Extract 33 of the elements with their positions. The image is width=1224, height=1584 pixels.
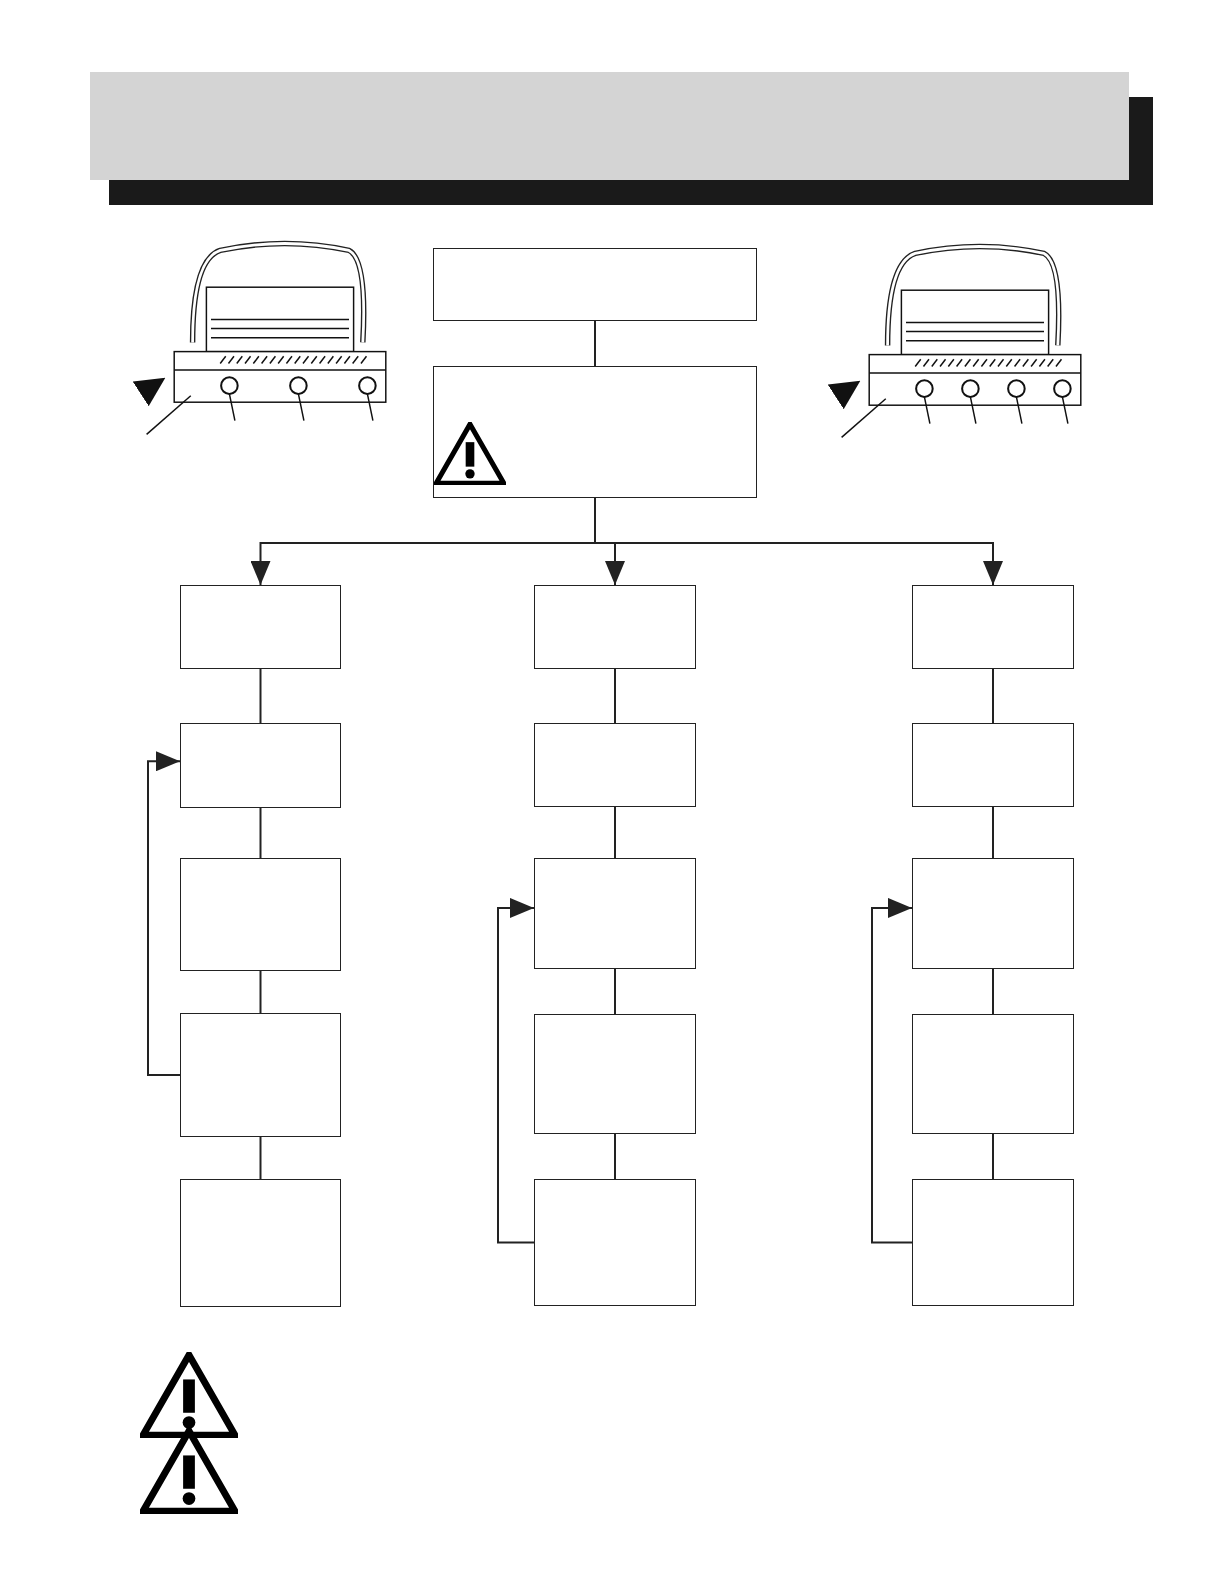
process-box (534, 723, 696, 807)
process-box (534, 585, 696, 669)
process-box (912, 585, 1074, 669)
process-box (433, 366, 757, 498)
process-box (433, 248, 757, 321)
process-box (534, 1014, 696, 1134)
process-box (534, 1179, 696, 1306)
process-box (912, 1014, 1074, 1134)
process-box (180, 1013, 341, 1137)
process-box (534, 858, 696, 969)
connector-line (992, 668, 994, 724)
connector-line (614, 806, 616, 859)
connector-line (992, 968, 994, 1015)
connector-line (614, 1133, 616, 1180)
process-box (912, 858, 1074, 969)
process-box (180, 858, 341, 971)
connector-line (259, 807, 262, 859)
connector-line (992, 806, 994, 859)
connector-line (992, 1133, 994, 1180)
process-box (180, 1179, 341, 1307)
connector-line (614, 968, 616, 1015)
process-box (180, 723, 341, 808)
connector-line (259, 970, 262, 1014)
connector-line (614, 668, 616, 724)
connector-line (594, 320, 596, 367)
process-box (180, 585, 341, 669)
arrow (871, 897, 913, 1244)
process-box (912, 723, 1074, 807)
process-box (912, 1179, 1074, 1306)
connector-line (259, 668, 262, 724)
connector-line (259, 1136, 262, 1180)
arrow (497, 897, 535, 1244)
arrow (147, 751, 181, 1076)
